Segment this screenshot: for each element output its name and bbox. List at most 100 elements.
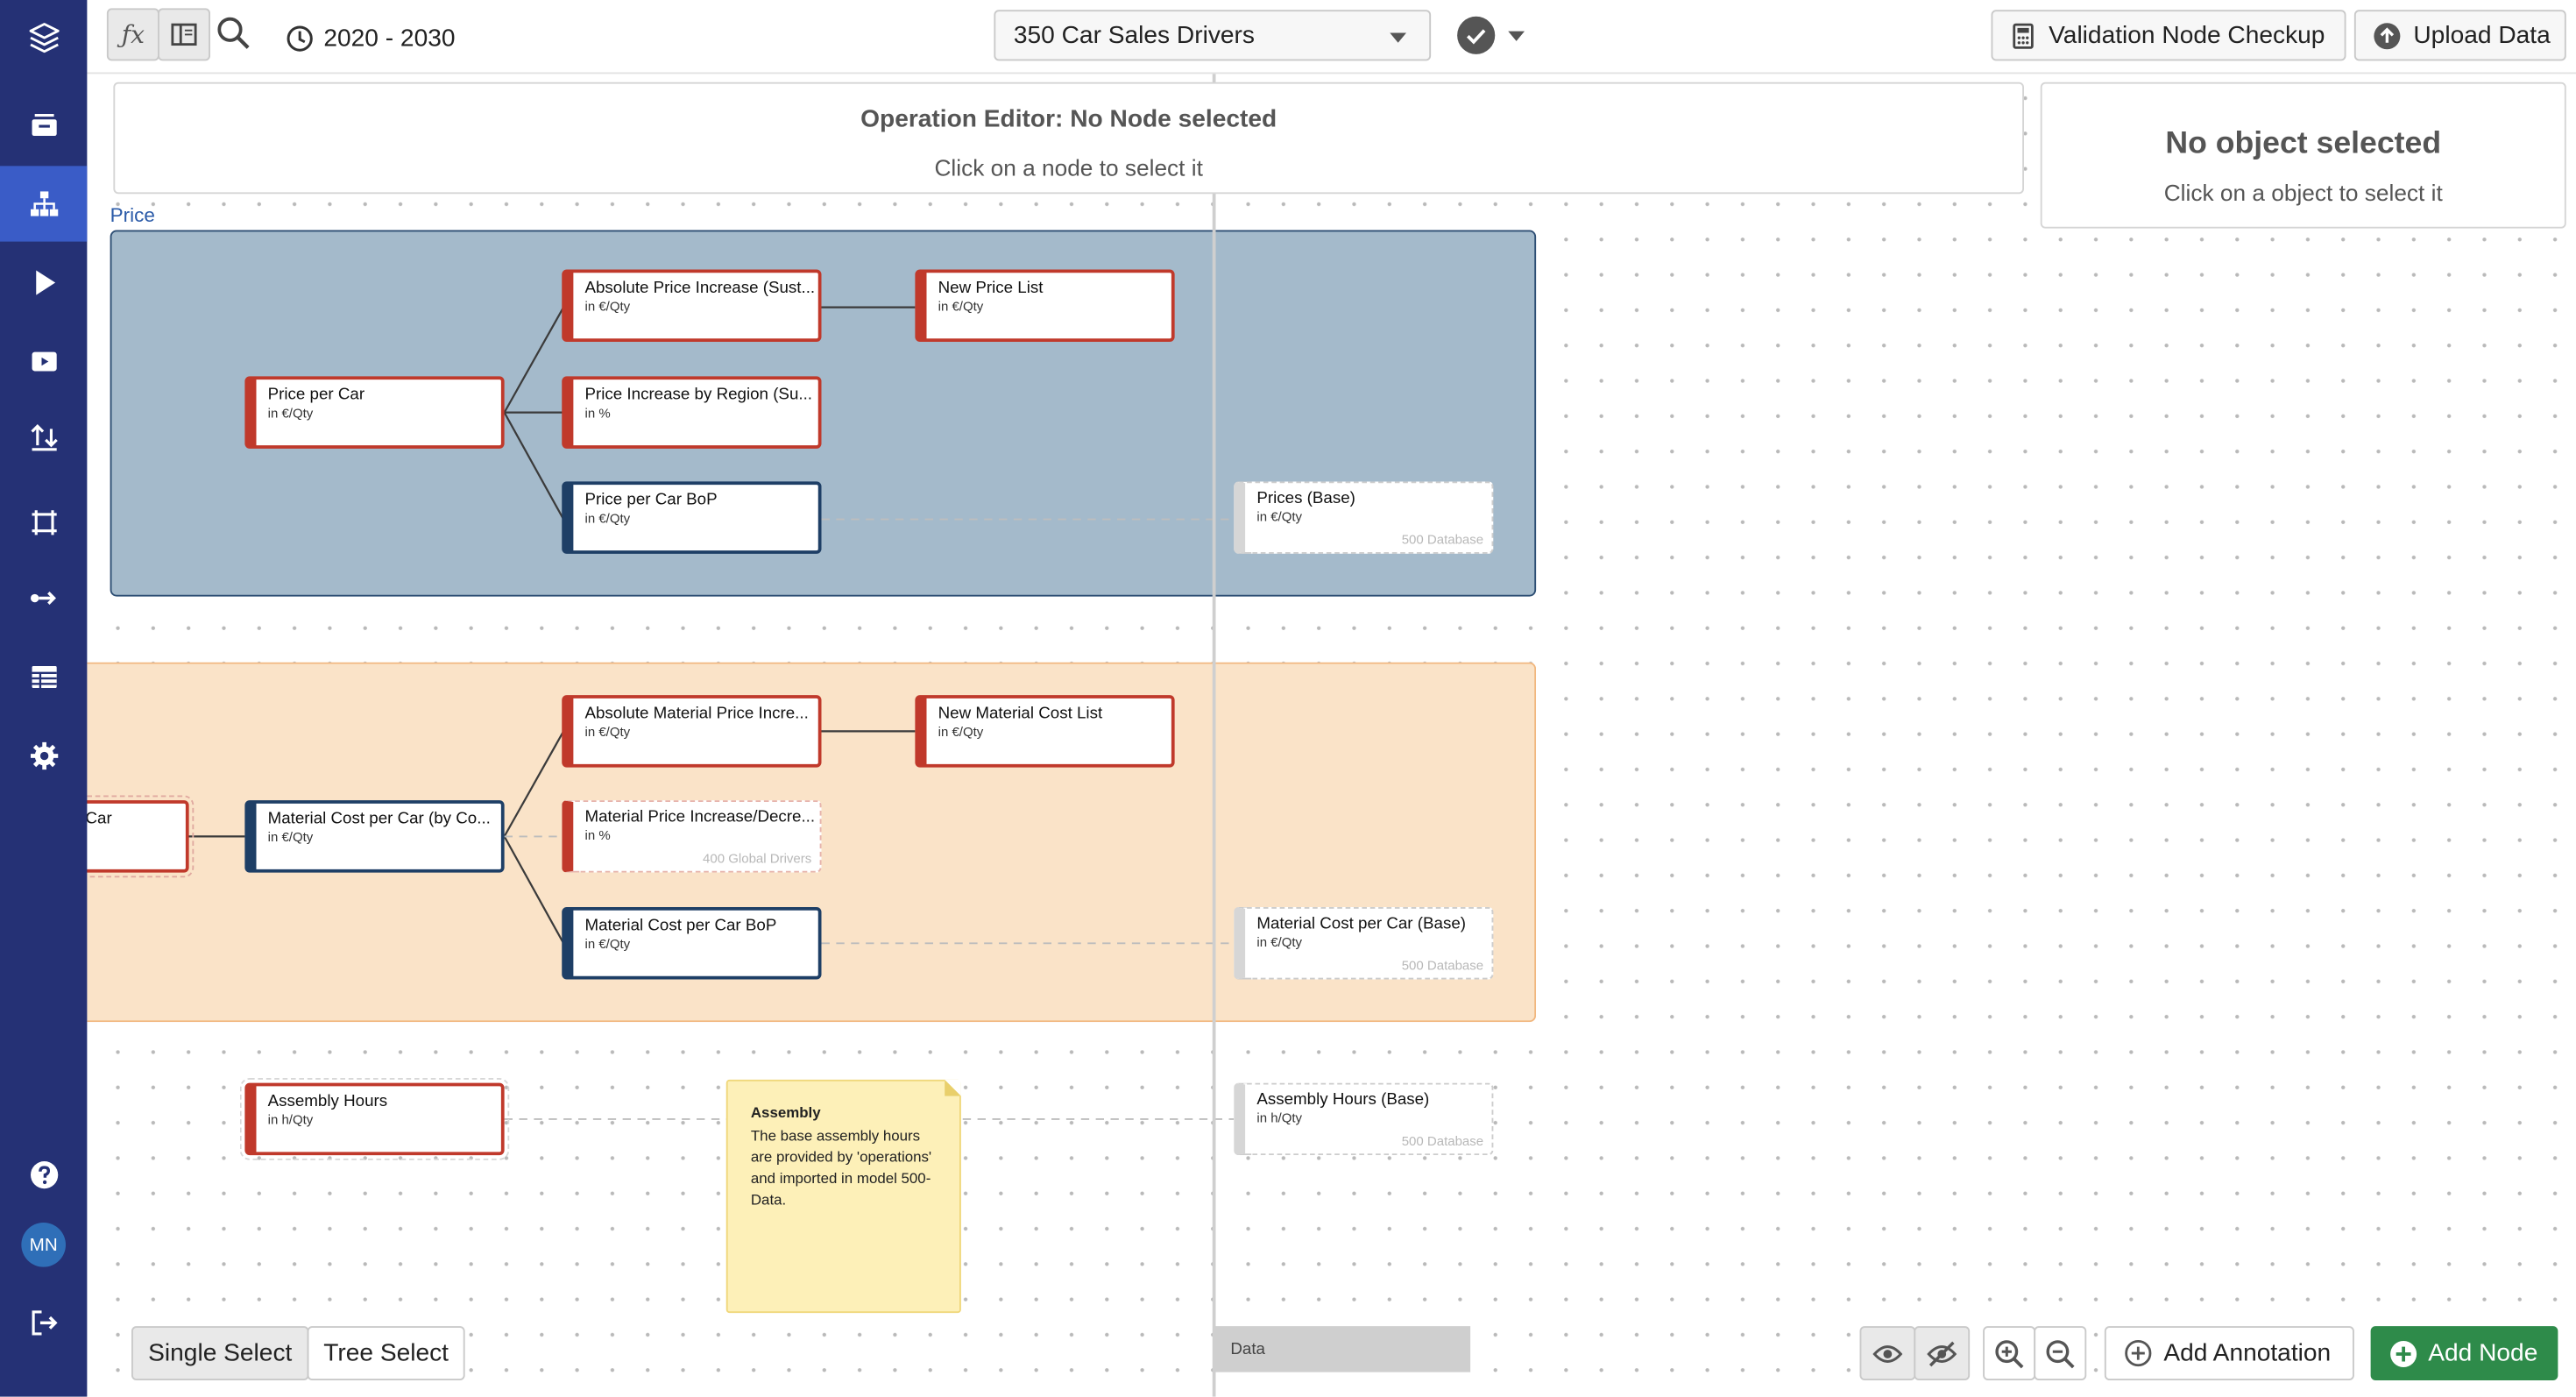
validation-button-label: Validation Node Checkup: [2049, 21, 2325, 50]
node-title: Assembly Hours: [267, 1092, 388, 1111]
object-panel-subtitle: Click on a object to select it: [2163, 179, 2443, 206]
logo-layers-icon[interactable]: [0, 0, 87, 75]
logout-icon[interactable]: [0, 1285, 87, 1360]
edge-mat-bop: [503, 835, 565, 944]
hide-button[interactable]: [1914, 1326, 1971, 1380]
zoom-out-button[interactable]: [2034, 1326, 2087, 1380]
video-icon[interactable]: [0, 323, 87, 399]
edge-price-bop: [503, 412, 565, 521]
validation-node-checkup-button[interactable]: Validation Node Checkup: [1991, 10, 2346, 61]
gear-icon[interactable]: [0, 718, 87, 793]
plus-circle-icon: [2125, 1339, 2152, 1367]
node-unit: in €/Qty: [267, 406, 314, 421]
operation-editor-subtitle: Click on a node to select it: [934, 154, 1203, 181]
model-select-value: 350 Car Sales Drivers: [1013, 21, 1255, 50]
panel-toggle-button[interactable]: [158, 8, 210, 61]
node-title: Absolute Material Price Incre...: [584, 705, 809, 723]
node-material-cost-bop[interactable]: Material Cost per Car BoP in €/Qty: [562, 907, 822, 980]
sitemap-icon[interactable]: [0, 166, 88, 242]
annotation-note[interactable]: Assembly The base assembly hours are pro…: [725, 1079, 961, 1314]
node-source: 500 Database: [1401, 1133, 1484, 1149]
node-unit: in €/Qty: [267, 829, 314, 845]
node-title: Prices (Base): [1256, 489, 1355, 508]
node-new-material-cost-list[interactable]: New Material Cost List in €/Qty: [915, 695, 1175, 768]
node-price-per-car-bop[interactable]: Price per Car BoP in €/Qty: [562, 481, 822, 554]
help-icon[interactable]: [0, 1138, 87, 1213]
node-unit: in €/Qty: [584, 299, 631, 315]
date-range[interactable]: 2020 - 2030: [323, 25, 456, 53]
play-icon[interactable]: [0, 245, 87, 320]
clock-icon: [286, 25, 315, 54]
node-title: Material Cost per Car BoP: [584, 917, 777, 935]
edge-mat-abs: [503, 730, 565, 837]
upload-icon: [2374, 22, 2401, 49]
node-unit: in €/Qty: [584, 724, 631, 740]
calculator-icon: [2013, 22, 2034, 48]
node-price-increase-region[interactable]: Price Increase by Region (Su... in %: [562, 376, 822, 449]
node-prices-base[interactable]: Prices (Base) in €/Qty 500 Database: [1234, 481, 1494, 554]
object-panel-title: No object selected: [2165, 126, 2442, 161]
node-title: Material Price Increase/Decre...: [584, 808, 816, 827]
node-absolute-price-increase[interactable]: Absolute Price Increase (Sust... in €/Qt…: [562, 269, 822, 342]
crop-frame-icon[interactable]: [0, 485, 87, 560]
arrow-right-dot-icon[interactable]: [0, 560, 87, 635]
edge-price-abs: [503, 307, 565, 414]
formula-icon[interactable]: ƒx: [106, 8, 159, 61]
tree-select-button[interactable]: Tree Select: [307, 1326, 465, 1380]
model-select[interactable]: 350 Car Sales Drivers: [994, 10, 1432, 61]
node-unit: in €/Qty: [584, 511, 631, 526]
node-title: Price per Car BoP: [584, 491, 718, 510]
node-price-per-car[interactable]: Price per Car in €/Qty: [244, 376, 505, 449]
node-title: Material Cost per Car (by Co...: [267, 810, 491, 828]
node-unit: in €/Qty: [938, 724, 984, 740]
operation-editor-panel: Operation Editor: No Node selected Click…: [113, 82, 2024, 195]
node-new-price-list[interactable]: New Price List in €/Qty: [915, 269, 1175, 342]
data-panel-tab[interactable]: Data: [1215, 1326, 1471, 1372]
check-circle-icon[interactable]: [1457, 16, 1496, 54]
zoom-in-icon: [1995, 1339, 2024, 1368]
import-export-icon[interactable]: [0, 400, 87, 475]
table-icon[interactable]: [0, 639, 87, 714]
node-material-cost-per-car[interactable]: Material Cost per Car (by Co... in €/Qty: [244, 800, 505, 873]
node-source: 500 Database: [1401, 958, 1484, 973]
split-divider[interactable]: [1212, 72, 1216, 1397]
add-annotation-label: Add Annotation: [2163, 1339, 2332, 1367]
zoom-in-button[interactable]: [1983, 1326, 2036, 1380]
node-assembly-hours-base[interactable]: Assembly Hours (Base) in h/Qty 500 Datab…: [1234, 1082, 1494, 1156]
search-icon[interactable]: [216, 15, 255, 54]
node-title: Price Increase by Region (Su...: [584, 386, 813, 405]
node-unit: in €/Qty: [938, 299, 984, 315]
eye-slash-icon: [1927, 1340, 1957, 1366]
node-unit: in €/Qty: [1256, 934, 1303, 950]
inbox-icon[interactable]: [0, 87, 87, 162]
annotation-title: Assembly: [750, 1104, 821, 1121]
book-icon: [171, 23, 197, 46]
node-title: Material Cost per Car (Base): [1256, 915, 1466, 933]
single-select-button[interactable]: Single Select: [131, 1326, 309, 1380]
sidebar: MN: [0, 0, 88, 1397]
upload-data-button[interactable]: Upload Data: [2353, 10, 2566, 61]
node-unit: in %: [584, 828, 611, 843]
node-title: Absolute Price Increase (Sust...: [584, 279, 816, 298]
node-title: Price per Car: [267, 386, 365, 405]
add-annotation-button[interactable]: Add Annotation: [2104, 1326, 2354, 1380]
node-assembly-hours[interactable]: Assembly Hours in h/Qty: [239, 1078, 510, 1160]
eye-icon: [1872, 1344, 1903, 1362]
node-unit: in h/Qty: [1256, 1110, 1303, 1126]
node-source: 500 Database: [1401, 532, 1484, 548]
node-absolute-material-price-increase[interactable]: Absolute Material Price Incre... in €/Qt…: [562, 695, 822, 768]
add-node-button[interactable]: Add Node: [2370, 1326, 2558, 1380]
status-dropdown-icon[interactable]: [1508, 31, 1525, 41]
node-title: Car: [85, 810, 112, 828]
node-title: New Price List: [938, 279, 1044, 298]
show-button[interactable]: [1859, 1326, 1916, 1380]
node-material-cost-base[interactable]: Material Cost per Car (Base) in €/Qty 50…: [1234, 907, 1494, 980]
node-unit: in %: [584, 406, 611, 421]
zoom-out-icon: [2046, 1339, 2075, 1368]
node-unit: in €/Qty: [584, 936, 631, 952]
avatar[interactable]: MN: [21, 1223, 66, 1267]
note-fold: [945, 1079, 961, 1096]
node-title: Assembly Hours (Base): [1256, 1091, 1430, 1110]
node-material-price-increase[interactable]: Material Price Increase/Decre... in % 40…: [562, 800, 822, 873]
